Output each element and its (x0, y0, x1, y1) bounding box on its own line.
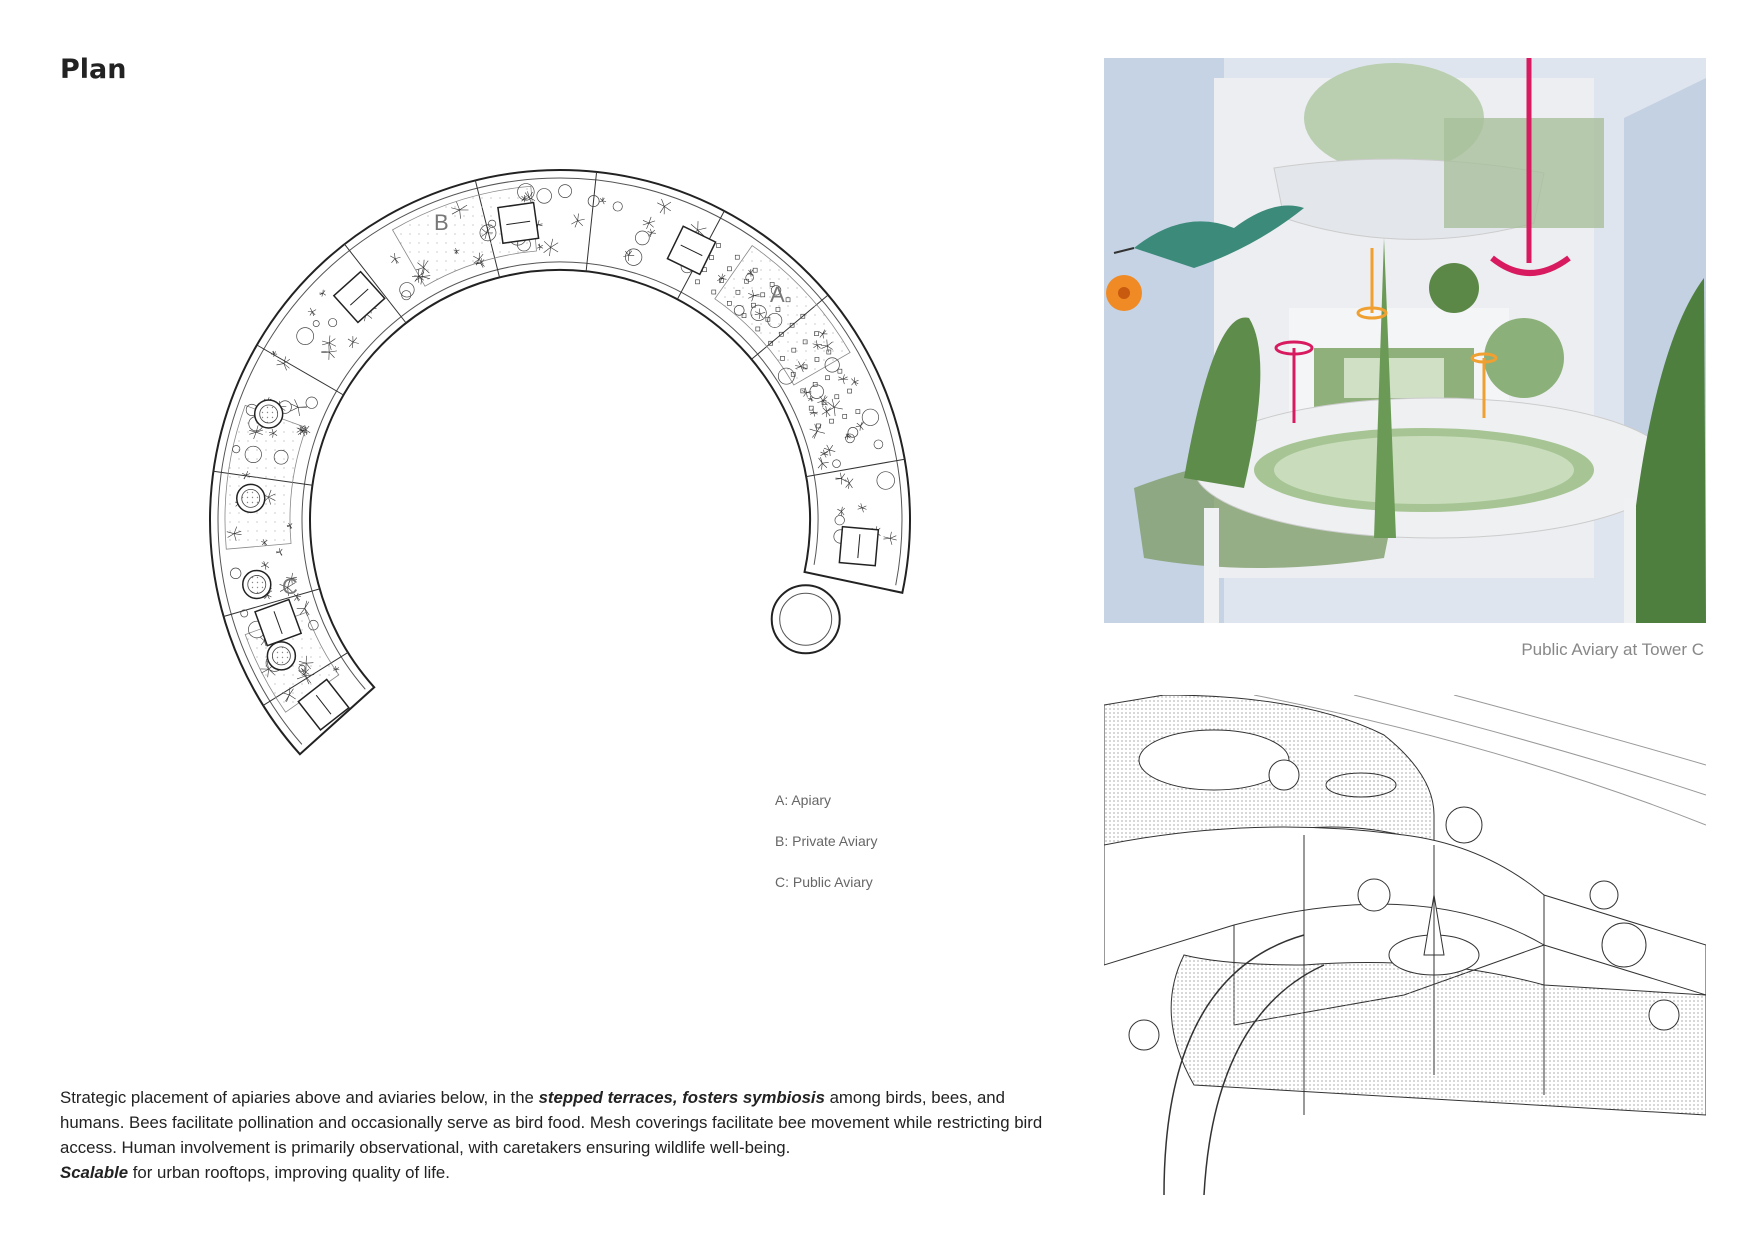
axonometric-drawing (1104, 695, 1706, 1195)
zone-label-a: A (770, 282, 785, 307)
legend-item-private-aviary: B: Private Aviary (775, 833, 878, 849)
plan-legend: A: Apiary B: Private Aviary C: Public Av… (775, 790, 877, 913)
aviary-render-illustration (1104, 58, 1706, 623)
legend-item-public-aviary: C: Public Aviary (775, 874, 873, 890)
description-text-3: for urban rooftops, improving quality of… (128, 1163, 450, 1182)
aviary-render-image (1104, 58, 1706, 623)
description-text-2: among birds, bees, and humans. Bees faci… (60, 1088, 1043, 1157)
description-emphasis-2: Scalable (60, 1163, 129, 1182)
description-emphasis-1: stepped terraces, fosters symbiosis (538, 1088, 825, 1107)
legend-item-apiary: A: Apiary (775, 792, 832, 808)
render-caption: Public Aviary at Tower C (1521, 640, 1704, 659)
project-description: Strategic placement of apiaries above an… (60, 1085, 1050, 1185)
axonometric-linework (1104, 695, 1706, 1195)
zone-label-c: C (282, 574, 298, 599)
page-title: Plan (60, 54, 127, 85)
site-plan-drawing (209, 169, 911, 756)
description-text-1: Strategic placement of apiaries above an… (60, 1088, 539, 1107)
zone-label-b: B (434, 210, 449, 235)
